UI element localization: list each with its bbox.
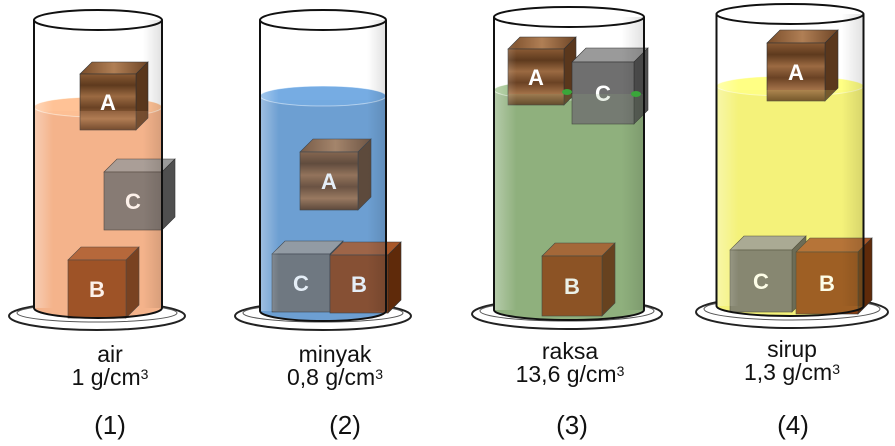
density-3: 13,6 g/cm3 (515, 361, 625, 387)
liquid-name-1: air (97, 341, 123, 367)
meniscus-mark-c (631, 91, 641, 97)
glass-rim-4 (715, 3, 865, 25)
glass-bottom-2 (259, 310, 387, 322)
density-2: 0,8 g/cm3 (286, 364, 383, 390)
block-b-2-side-face (387, 241, 402, 314)
glass-bottom-4 (715, 305, 865, 317)
figure-number-1: (1) (94, 410, 126, 440)
meniscus-mark-a (562, 89, 572, 95)
label-group-2: minyak 0,8 g/cm3 (250, 343, 420, 389)
cylinder-4: ACB (695, 3, 889, 329)
liquid-name-2: minyak (298, 341, 372, 367)
glass-rim-1 (33, 9, 163, 31)
cylinder-3: ACB (471, 6, 663, 330)
glass-bottom-1 (33, 307, 163, 319)
figure-number-4: (4) (777, 410, 809, 440)
liquid-name-4: sirup (767, 336, 817, 362)
liquid-name-3: raksa (541, 338, 599, 364)
cylinder-1: ACB (8, 9, 186, 331)
glass-shade-4 (716, 14, 864, 306)
label-group-3: raksa 13,6 g/cm3 (485, 340, 655, 386)
label-group-4: sirup 1,3 g/cm3 (707, 338, 877, 384)
glass-bottom-3 (493, 309, 645, 321)
density-1: 1 g/cm3 (71, 364, 149, 390)
cylinder-2: ACB (234, 9, 412, 331)
block-c-1-side-face (161, 158, 176, 231)
figure-number-2: (2) (329, 410, 361, 440)
glass-shade-3 (494, 17, 644, 310)
glass-rim-3 (493, 6, 645, 28)
figure-number-3: (3) (556, 410, 588, 440)
density-4: 1,3 g/cm3 (743, 359, 840, 385)
glass-rim-2 (259, 9, 387, 31)
label-group-1: air 1 g/cm3 (25, 343, 195, 389)
glass-shade-2 (260, 20, 386, 311)
glass-shade-1 (34, 20, 162, 308)
